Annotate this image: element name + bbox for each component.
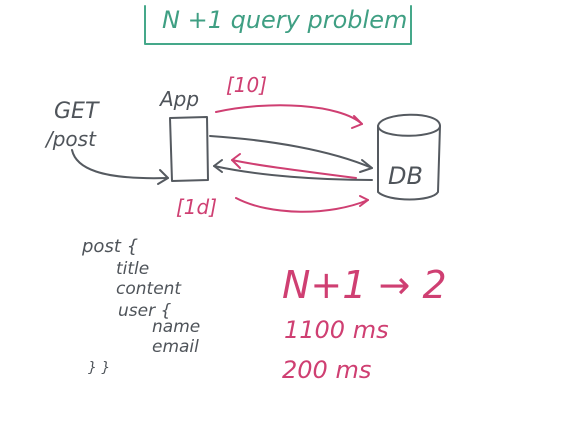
summary-formula: N+1 → 2 [282,263,447,307]
schema-nested-email: email [152,337,199,357]
schema-nested-name: name [152,317,200,337]
request-path: /post [44,127,97,151]
return-arrow-pink [231,159,357,179]
schema-field-content: content [116,279,182,299]
request-arrow [71,149,169,180]
query-arrow-head [359,159,373,173]
query-arrow [209,135,373,169]
top-bracket-label: [10] [226,73,267,97]
top-response-arc-head [351,115,363,129]
request-method: GET [54,99,100,124]
summary-before-latency: 1100 ms [284,316,389,344]
db-cylinder-top [377,113,441,137]
bottom-query-arc-head [359,195,369,207]
schema-field-user: user { [118,301,171,321]
bottom-bracket-label: [1d] [176,195,217,219]
app-label: App [158,87,199,111]
db-cylinder-body [377,125,441,201]
top-response-arc [215,104,363,125]
diagram-title: N +1 query problem [162,6,407,34]
bottom-query-arc [235,197,369,213]
schema-root: post { [81,236,138,257]
request-arrow-head [157,169,169,185]
return-arrow-gray-head [213,159,223,173]
return-arrow-gray [213,165,373,181]
summary-after-latency: 200 ms [282,356,371,384]
db-label: DB [388,162,423,190]
return-arrow-pink-head [231,153,241,169]
schema-closing: } } [88,360,110,376]
app-box [169,116,209,182]
schema-field-title: title [116,259,149,279]
title-frame [144,5,412,45]
